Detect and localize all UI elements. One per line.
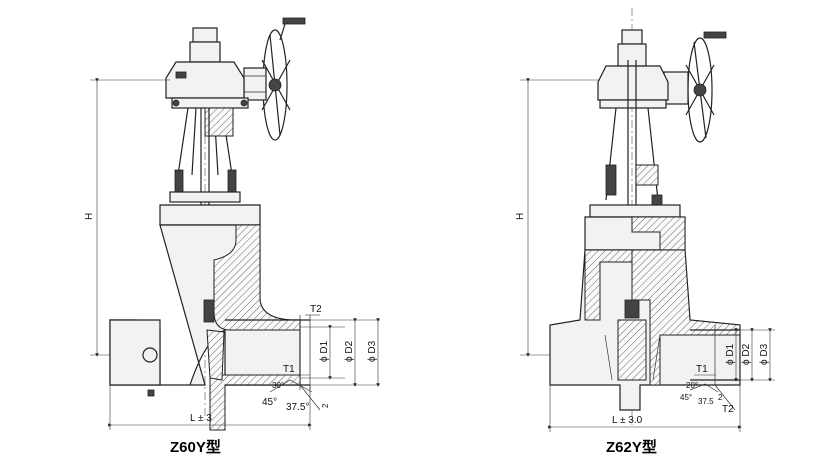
valve-z62y: H L ± 3.0 ϕ D1 ϕ D2 ϕ D3 T1 20° 45° 37.5 [515,8,775,456]
phi-d1: ϕ [319,356,330,362]
bonnet-right [584,204,686,251]
svg-text:ϕ D2: ϕ D2 [344,340,355,362]
phi-d2: ϕ [344,356,355,362]
angle-45: 45° [262,397,277,408]
t1-label-right: T1 [696,364,708,375]
handwheel-right [663,31,727,143]
valve-body-right [549,249,741,411]
length-label-right: L ± 3.0 [612,415,643,426]
caption-z62y: Z62Y型 [606,438,657,456]
handwheel [243,17,306,141]
t1-label: T1 [283,364,295,375]
d1-label: D1 [319,340,330,353]
height-label: H [84,213,95,220]
caption-z60y: Z60Y型 [170,438,221,456]
actuator [165,27,249,109]
height-dimension-right: H [515,78,600,357]
dim-2-right: 2 [718,393,723,402]
phi-d2-right: ϕ [741,359,752,365]
diameter-dimensions: ϕ D1 ϕ D2 ϕ D3 [300,318,380,387]
svg-text:ϕ D2: ϕ D2 [741,343,752,365]
svg-text:ϕ D1: ϕ D1 [319,340,330,362]
phi-d3-right: ϕ [759,359,770,365]
valve-z60y: H L ± 3 ϕ D1 ϕ D2 ϕ D3 T2 T1 [84,17,380,456]
dim-2: 2 [321,403,330,408]
angle-375-right: 37.5 [698,397,714,406]
actuator-right [597,29,669,109]
length-dimension-right: L ± 3.0 [548,385,742,432]
d2-label: D2 [344,340,355,353]
svg-text:ϕ D3: ϕ D3 [367,340,378,362]
angle-30: 30° [272,381,284,390]
weld-prep-annotations: T2 T1 30° 45° 37.5° 2 [262,304,330,413]
weld-prep-annotations-right: T1 20° 45° 37.5 2 T2 [680,364,734,415]
d3-label: D3 [367,340,378,353]
d3-label-right: D3 [759,343,770,356]
d2-label-right: D2 [741,343,752,356]
length-label: L ± 3 [190,413,212,424]
bonnet [159,204,261,226]
phi-d1-right: ϕ [725,359,736,365]
t2-label: T2 [310,304,322,315]
d1-label-right: D1 [725,343,736,356]
angle-45-right: 45° [680,393,692,402]
svg-text:ϕ D3: ϕ D3 [759,343,770,365]
length-dimension: L ± 3 [108,385,312,430]
height-dimension: H [84,78,170,357]
diameter-dimensions-right: ϕ D1 ϕ D2 ϕ D3 [725,328,775,382]
svg-text:ϕ D1: ϕ D1 [725,343,736,365]
t2-label-right: T2 [722,404,734,415]
angle-375: 37.5° [286,402,309,413]
angle-20-right: 20° [686,381,698,390]
phi-d3: ϕ [367,356,378,362]
height-label-right: H [515,213,526,220]
